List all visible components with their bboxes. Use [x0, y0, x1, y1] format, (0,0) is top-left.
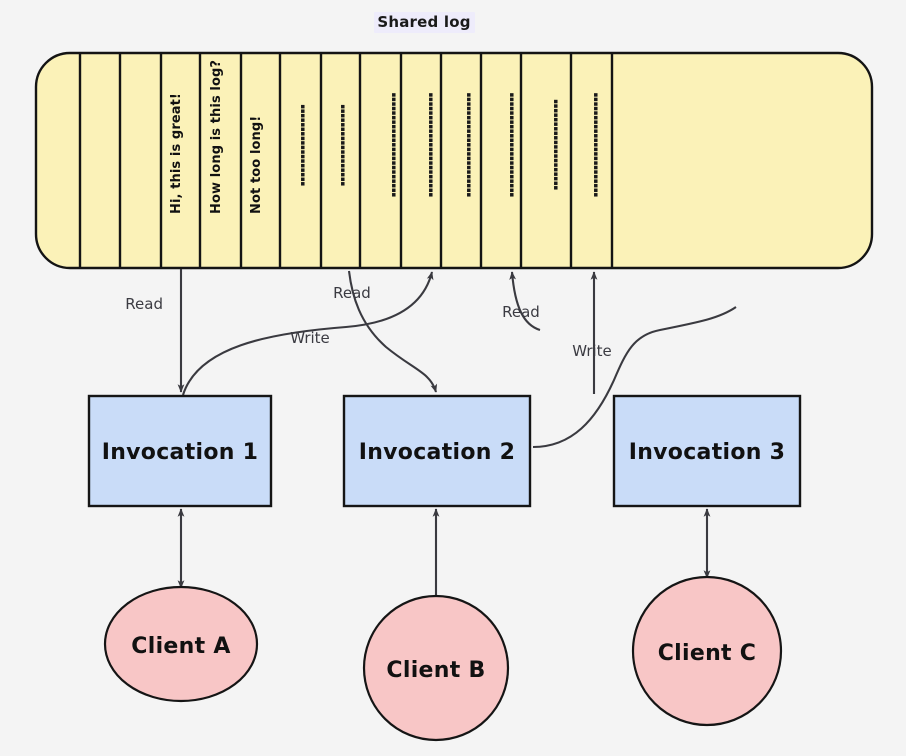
log-cell-text-4: How long is this log?: [209, 60, 224, 214]
edge-label-write-1: Write: [290, 329, 330, 347]
log-cell-text-10: ■■■■■■■■■■■■■■■■■■■■■■■: [467, 93, 472, 197]
log-cell-text-3: Hi, this is great!: [169, 93, 184, 214]
log-cell-text-6: ■■■■■■■■■■■■■■■■■■: [301, 104, 306, 186]
client-b-shape[interactable]: [362, 594, 510, 742]
log-cell-obscured-marks: ■■■■■■■■■■■■■■■■■■ ■■■■■■■■■■■■■■■■■■ ■■…: [301, 93, 599, 197]
invocation-1-label: Invocation 1: [102, 440, 259, 465]
shared-log-container: [34, 51, 874, 270]
invocation-3-box[interactable]: [612, 394, 802, 508]
client-c-label: Client C: [658, 641, 757, 666]
edge-write-invocation-1: [181, 271, 434, 396]
client-a-shape[interactable]: [103, 585, 259, 703]
log-cell-text-8: ■■■■■■■■■■■■■■■■■■■■■■■: [392, 93, 397, 197]
invocation-1-box[interactable]: [87, 394, 273, 508]
client-c-shape[interactable]: [631, 575, 783, 727]
edge-label-read-2: Read: [333, 284, 371, 302]
client-a-label: Client A: [131, 634, 230, 659]
log-cell-text-5: Not too long!: [249, 116, 264, 214]
edge-label-read-1: Read: [125, 295, 163, 313]
shared-log-cell-dividers: [78, 54, 614, 267]
log-cell-text-11: ■■■■■■■■■■■■■■■■■■■■■■■: [510, 93, 515, 197]
page-title-highlight: [374, 12, 475, 33]
edge-invocation-2-tail: [532, 306, 737, 449]
edge-read-invocation-2: [347, 270, 438, 393]
log-cell-text-13: ■■■■■■■■■■■■■■■■■■■■■■■: [594, 93, 599, 197]
page-title: Shared log: [377, 13, 470, 31]
log-cell-text-12: ■■■■■■■■■■■■■■■■■■■■: [554, 99, 559, 190]
invocation-2-label: Invocation 2: [359, 440, 516, 465]
edge-label-read-3: Read: [502, 303, 540, 321]
client-b-label: Client B: [386, 658, 485, 683]
edge-label-write-3: Write: [572, 342, 612, 360]
invocation-2-box[interactable]: [342, 394, 532, 508]
log-cell-text-7: ■■■■■■■■■■■■■■■■■■: [341, 104, 346, 186]
edge-read-invocation-3: [509, 271, 541, 332]
invocation-3-label: Invocation 3: [629, 440, 786, 465]
log-cell-text-9: ■■■■■■■■■■■■■■■■■■■■■■■: [429, 93, 434, 197]
